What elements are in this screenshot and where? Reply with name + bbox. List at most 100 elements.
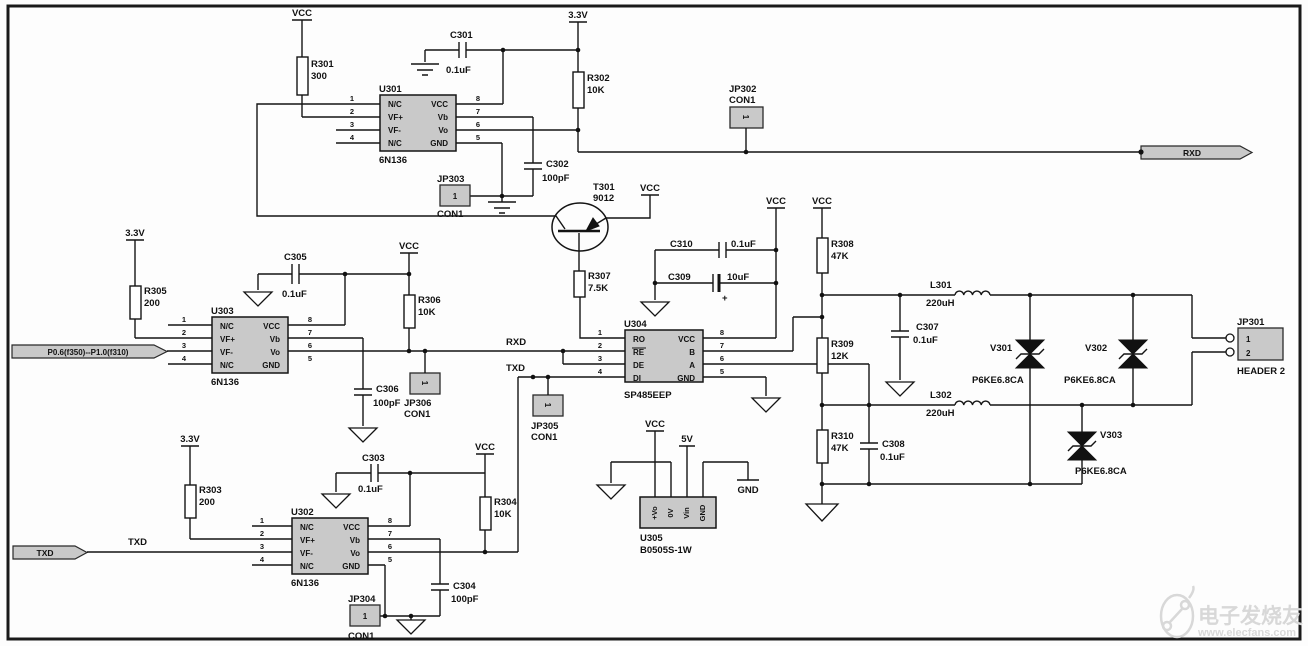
u304-pin-gnd: GND: [677, 374, 695, 383]
inductor-l302: [954, 400, 991, 406]
tvs-v303-icon: [1066, 445, 1098, 461]
tvs-v303-icon: [1066, 431, 1098, 447]
c304-ref: C304: [453, 581, 476, 592]
ground-hatched-icon: [411, 63, 439, 76]
u304-pin-di: DI: [633, 374, 641, 383]
u305-pin-0v: 0V: [666, 508, 675, 517]
u301-pn6: 6: [476, 120, 480, 129]
u304-part: SP485EEP: [624, 390, 672, 401]
vcc-label: VCC: [475, 442, 495, 453]
u304-pn7: 7: [720, 341, 724, 350]
r307-ref: R307: [588, 271, 611, 282]
vcc-label: VCC: [766, 196, 786, 207]
inductor-l301: [954, 290, 991, 296]
r306-value: 10K: [418, 307, 436, 318]
u301-pn3: 3: [350, 120, 354, 129]
u303-pin-vo: Vo: [270, 348, 280, 357]
r303-ref: R303: [199, 485, 222, 496]
mcu-bus-label: P0.6(f350)--P1.0(f310): [48, 348, 129, 357]
c307-value: 0.1uF: [913, 335, 938, 346]
gnd-label: GND: [737, 485, 758, 496]
wire-r301-vf: [301, 95, 380, 118]
vcc-symbol: [476, 453, 494, 497]
u304-pn4: 4: [598, 367, 603, 376]
r302-value: 10K: [587, 85, 605, 96]
ground-triangle-icon: [395, 619, 427, 635]
u303-pn7: 7: [308, 328, 312, 337]
connector-jp303: [439, 184, 471, 207]
cap-c309: [655, 274, 776, 292]
u305-pin-gnd: GND: [698, 504, 707, 521]
watermark-logo-icon: [1161, 620, 1173, 632]
u303-pn5: 5: [308, 354, 312, 363]
ground-triangle-icon: [804, 503, 840, 522]
wire-bus2-out: [990, 351, 1226, 406]
u301-pn2: 2: [350, 107, 354, 116]
v33-symbol: [126, 239, 144, 286]
resistor-r309: [816, 337, 829, 374]
u303-pn2: 2: [182, 328, 186, 337]
ic-u302: [291, 517, 369, 575]
u304-pin-b: B: [689, 348, 695, 357]
cap-c308: [860, 442, 878, 484]
u302-part: 6N136: [291, 578, 319, 589]
u303-pn3: 3: [182, 341, 186, 350]
ground-triangle-icon: [242, 291, 274, 307]
r309-value: 12K: [831, 351, 849, 362]
c304-value: 100pF: [451, 594, 479, 605]
v302-part: P6KE6.8CA: [1064, 375, 1116, 386]
ic-u304: [624, 329, 704, 383]
jp301-type: HEADER 2: [1237, 366, 1285, 377]
wire-ctrl-redede: [288, 350, 625, 365]
u304-pin-ro: RO: [633, 335, 645, 344]
cap-c305: [257, 264, 409, 290]
wire-pin1-bus: [256, 103, 566, 230]
tvs-v302-icon: [1117, 339, 1149, 355]
watermark-url: www.elecfans.com: [1197, 627, 1296, 639]
watermark-logo-icon: [1187, 585, 1195, 599]
u301-pin-vcc: VCC: [431, 100, 448, 109]
u301-pin-vo: Vo: [438, 126, 448, 135]
u302-pn7: 7: [388, 529, 392, 538]
u304-pin-a: A: [689, 361, 695, 370]
jp304-pin: 1: [363, 612, 368, 621]
u305-pin-vo: +Vo: [650, 506, 659, 520]
u304-pin-re: RE: [633, 348, 645, 357]
u302-pn8: 8: [388, 516, 392, 525]
u301-part: 6N136: [379, 155, 407, 166]
u302-pin-gnd: GND: [342, 562, 360, 571]
net-txd-label: TXD: [128, 537, 147, 548]
v33-symbol: [181, 445, 199, 485]
jp301-pin2-circle: [1225, 347, 1235, 357]
u304-pin-vcc: VCC: [678, 335, 695, 344]
c303-value: 0.1uF: [358, 484, 383, 495]
c306-ref: C306: [376, 384, 399, 395]
u301-pin-nc1: N/C: [388, 100, 402, 109]
u303-pin-nc1: N/C: [220, 322, 234, 331]
u301-pn5: 5: [476, 133, 480, 142]
u302-circuit: 3.3V R303 200 TXD TXD U302 6N136 N/C VF+…: [12, 363, 625, 642]
u303-pin-gnd: GND: [262, 361, 280, 370]
jp303-type: CON1: [437, 209, 464, 220]
v301-ref: V301: [990, 343, 1013, 354]
watermark: 电子发烧友 www.elecfans.com: [1159, 585, 1303, 639]
tvs-v301-icon: [1014, 339, 1046, 355]
tvs-v302-bar: [1118, 348, 1148, 360]
wire-u302-vcc: [368, 473, 411, 527]
ground-triangle-icon: [750, 397, 782, 413]
vcc-symbol: [813, 207, 831, 238]
u301-pin-vfp: VF+: [388, 113, 403, 122]
resistor-r302: [572, 71, 585, 109]
c310-value: 0.1uF: [731, 239, 756, 250]
u301-pin-vb: Vb: [438, 113, 448, 122]
tvs-v301-bar: [1015, 348, 1045, 360]
wire-iso-gnd: [821, 483, 1082, 504]
jp304-type: CON1: [348, 631, 375, 642]
wire-r303-vf: [189, 518, 292, 540]
u302-ref: U302: [291, 507, 314, 518]
cap-c310: [655, 242, 776, 258]
u304-pn1: 1: [598, 328, 602, 337]
t301-part: 9012: [593, 193, 614, 204]
u303-pn8: 8: [308, 315, 312, 324]
u301-pn4: 4: [350, 133, 355, 142]
